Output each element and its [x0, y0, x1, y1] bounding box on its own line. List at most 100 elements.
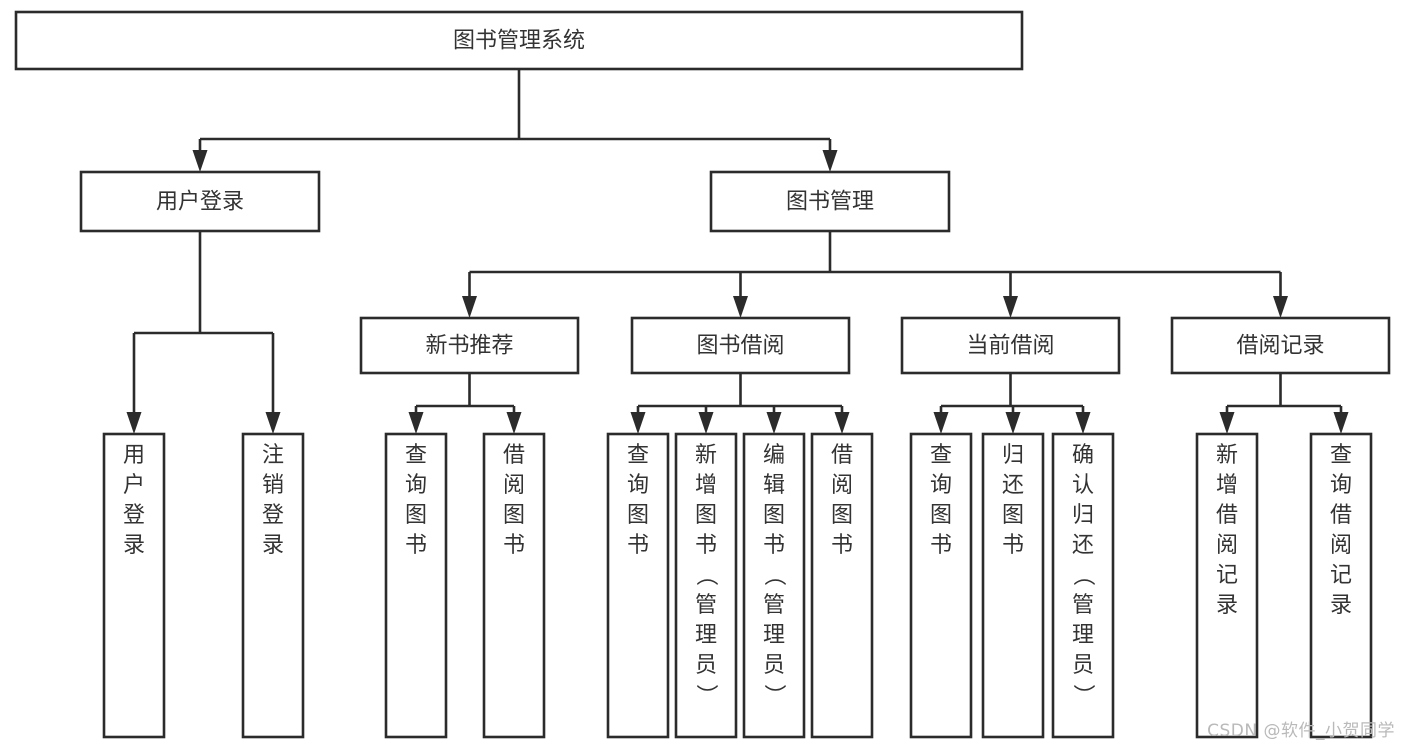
node-label-leaf-query-book-3: 查 — [930, 443, 952, 468]
node-label-leaf-confirm-return: 归 — [1072, 503, 1094, 528]
node-label-leaf-add-record: 新 — [1216, 443, 1238, 468]
node-label-leaf-return-book: 还 — [1002, 473, 1024, 498]
node-box-new-book-recommend[interactable] — [359, 316, 580, 375]
node-borrow-record[interactable]: 借阅记录 — [1170, 316, 1391, 375]
node-box-leaf-borrow-book-1[interactable] — [482, 432, 546, 739]
node-label-leaf-user-login: 录 — [123, 533, 145, 558]
node-box-book-borrow[interactable] — [630, 316, 851, 375]
node-user-login[interactable]: 用户登录 — [79, 170, 321, 233]
watermark-label: CSDN @软件_小贺同学 — [1207, 721, 1395, 741]
node-new-book-recommend[interactable]: 新书推荐 — [359, 316, 580, 375]
node-label-leaf-edit-book: 书 — [763, 533, 785, 558]
node-label-leaf-add-book: 图 — [695, 503, 717, 528]
node-label-leaf-query-book-1: 询 — [405, 473, 427, 498]
node-label-leaf-query-book-1: 书 — [405, 533, 427, 558]
node-label-leaf-add-book: 管 — [695, 593, 717, 618]
node-label-leaf-add-book: 书 — [695, 533, 717, 558]
node-label-leaf-borrow-book-2: 书 — [831, 533, 853, 558]
node-label-leaf-query-book-2: 询 — [627, 473, 649, 498]
node-box-leaf-query-record[interactable] — [1309, 432, 1373, 739]
node-label-borrow-record: 借阅记录 — [1236, 334, 1324, 359]
node-label-leaf-user-login: 登 — [123, 503, 145, 528]
node-label-current-borrow: 当前借阅 — [966, 334, 1054, 359]
node-box-leaf-borrow-book-2[interactable] — [810, 432, 874, 739]
node-label-leaf-query-record: 询 — [1330, 473, 1352, 498]
node-box-book-manage[interactable] — [709, 170, 951, 233]
node-label-leaf-edit-book: 辑 — [763, 473, 785, 498]
node-label-user-login: 用户登录 — [156, 190, 244, 215]
node-label-leaf-borrow-book-2: 借 — [831, 443, 853, 468]
node-label-leaf-confirm-return: 确 — [1072, 443, 1094, 468]
node-box-leaf-query-book-1[interactable] — [384, 432, 448, 739]
node-box-leaf-query-book-2[interactable] — [606, 432, 670, 739]
node-label-leaf-return-book: 书 — [1002, 533, 1024, 558]
node-label-leaf-confirm-return: 还 — [1072, 533, 1094, 558]
connector-group-user-login — [126, 231, 281, 434]
node-box-root[interactable] — [14, 10, 1024, 71]
node-label-leaf-add-book: （ — [693, 564, 718, 586]
node-box-leaf-return-book[interactable] — [981, 432, 1045, 739]
connector-group-current-borrow — [933, 373, 1091, 434]
node-label-leaf-borrow-book-1: 书 — [503, 533, 525, 558]
node-label-leaf-confirm-return: 理 — [1072, 623, 1094, 648]
node-root[interactable]: 图书管理系统 — [14, 10, 1024, 71]
node-book-manage[interactable]: 图书管理 — [709, 170, 951, 233]
node-label-leaf-query-book-2: 图 — [627, 503, 649, 528]
node-label-leaf-edit-book: 理 — [763, 623, 785, 648]
node-box-leaf-add-book[interactable] — [674, 432, 738, 739]
node-box-leaf-query-book-3[interactable] — [909, 432, 973, 739]
node-label-leaf-borrow-book-1: 借 — [503, 443, 525, 468]
node-label-book-manage: 图书管理 — [786, 190, 874, 215]
node-label-leaf-return-book: 归 — [1002, 443, 1024, 468]
node-label-leaf-query-record: 记 — [1330, 563, 1352, 588]
node-label-leaf-add-book: 员 — [695, 653, 717, 678]
node-label-leaf-edit-book: 员 — [763, 653, 785, 678]
node-leaf-user-login[interactable]: 用户登录 — [102, 432, 166, 739]
node-box-user-login[interactable] — [79, 170, 321, 233]
node-label-leaf-logout: 登 — [262, 503, 284, 528]
connectors-layer — [126, 69, 1349, 434]
node-label-leaf-logout: 销 — [262, 473, 284, 498]
node-box-borrow-record[interactable] — [1170, 316, 1391, 375]
node-label-leaf-borrow-book-2: 阅 — [831, 473, 853, 498]
node-label-leaf-edit-book: 图 — [763, 503, 785, 528]
node-box-leaf-user-login[interactable] — [102, 432, 166, 739]
node-box-leaf-add-record[interactable] — [1195, 432, 1259, 739]
node-label-leaf-query-book-2: 书 — [627, 533, 649, 558]
node-label-leaf-edit-book: 管 — [763, 593, 785, 618]
connector-group-book-borrow — [630, 373, 850, 434]
node-label-leaf-edit-book: 编 — [763, 443, 785, 468]
node-label-leaf-return-book: 图 — [1002, 503, 1024, 528]
node-label-leaf-confirm-return: 管 — [1072, 593, 1094, 618]
node-label-leaf-query-book-1: 图 — [405, 503, 427, 528]
connector-group-book-manage — [462, 231, 1288, 318]
node-box-leaf-confirm-return[interactable] — [1051, 432, 1115, 739]
node-box-leaf-logout[interactable] — [241, 432, 305, 739]
node-label-leaf-query-book-1: 查 — [405, 443, 427, 468]
node-current-borrow[interactable]: 当前借阅 — [900, 316, 1121, 375]
node-label-leaf-borrow-book-1: 阅 — [503, 473, 525, 498]
node-label-leaf-confirm-return: 认 — [1072, 473, 1094, 498]
node-label-leaf-confirm-return: 员 — [1072, 653, 1094, 678]
connector-group-root — [192, 69, 838, 172]
node-box-leaf-edit-book[interactable] — [742, 432, 806, 739]
connector-group-borrow-record — [1219, 373, 1349, 434]
node-label-leaf-query-book-3: 询 — [930, 473, 952, 498]
node-book-borrow[interactable]: 图书借阅 — [630, 316, 851, 375]
node-label-leaf-query-record: 借 — [1330, 503, 1352, 528]
node-box-current-borrow[interactable] — [900, 316, 1121, 375]
